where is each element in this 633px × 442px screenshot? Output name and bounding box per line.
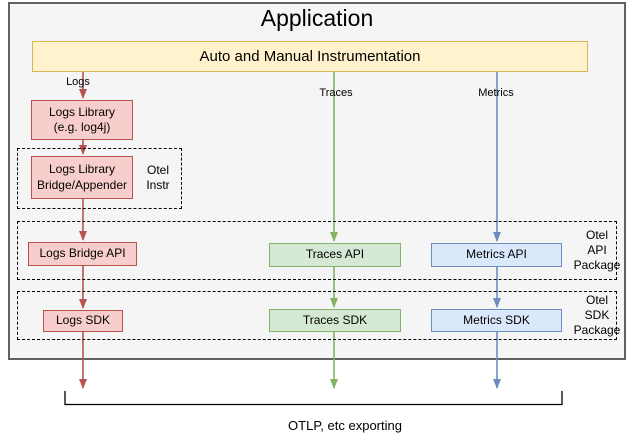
metrics-sdk-label: Metrics SDK <box>463 312 530 327</box>
api-package-line3: Package <box>573 258 621 272</box>
export-bracket <box>64 391 563 406</box>
traces-api-label: Traces API <box>305 247 365 262</box>
metrics-api-node: Metrics API <box>431 243 562 267</box>
metrics-api-label: Metrics API <box>466 247 527 262</box>
flow-label-traces: Traces <box>319 87 353 99</box>
flow-label-logs: Logs <box>66 76 90 88</box>
sdk-package-line3: Package <box>573 323 621 337</box>
logs-library-line1: Logs Library <box>48 104 116 119</box>
otel-api-package-label: Otel API Package <box>573 221 621 280</box>
bridge-appender-node: Logs Library Bridge/Appender <box>31 156 133 199</box>
logs-library-line2: (e.g. log4j) <box>53 120 111 134</box>
bridge-appender-line1: Logs Library <box>48 162 116 177</box>
exporting-label: OTLP, etc exporting <box>288 418 402 433</box>
otel-sdk-package-label: Otel SDK Package <box>573 291 621 340</box>
otel-api-package-group <box>17 221 617 280</box>
traces-sdk-label: Traces SDK <box>302 312 368 327</box>
otel-sdk-package-group <box>17 291 617 340</box>
otel-instr-line1: Otel <box>146 162 169 177</box>
logs-bridge-api-label: Logs Bridge API <box>39 246 126 261</box>
instrumentation-box: Auto and Manual Instrumentation <box>32 41 588 72</box>
logs-library-node: Logs Library (e.g. log4j) <box>31 100 133 140</box>
logs-bridge-api-node: Logs Bridge API <box>28 242 137 266</box>
logs-sdk-label: Logs SDK <box>55 313 111 328</box>
sdk-package-line2: SDK <box>584 308 610 322</box>
logs-sdk-node: Logs SDK <box>43 310 123 332</box>
metrics-sdk-node: Metrics SDK <box>431 309 562 332</box>
otel-instr-label: Otel Instr <box>135 156 181 199</box>
traces-api-node: Traces API <box>269 243 401 267</box>
bridge-appender-line2: Bridge/Appender <box>36 177 128 192</box>
otel-instr-line2: Instr <box>146 177 170 192</box>
api-package-line2: API <box>587 243 607 257</box>
flow-label-metrics: Metrics <box>478 87 514 99</box>
instrumentation-label: Auto and Manual Instrumentation <box>199 47 421 65</box>
otel-instr-group <box>17 148 182 209</box>
traces-sdk-node: Traces SDK <box>269 309 401 332</box>
sdk-package-line1: Otel <box>585 293 608 307</box>
application-title: Application <box>260 5 374 31</box>
api-package-line1: Otel <box>585 228 608 242</box>
